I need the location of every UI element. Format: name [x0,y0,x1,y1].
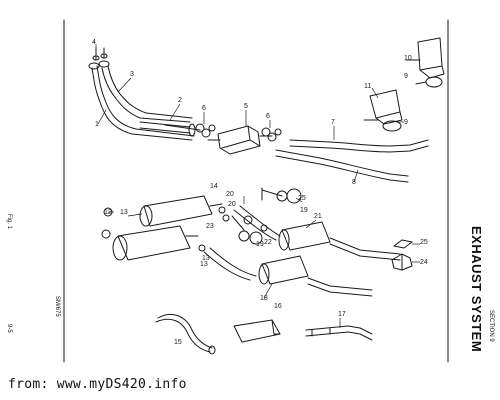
silencer-12-upper [139,195,223,227]
callout-15: 15 [174,339,182,346]
callout-9: 9 [404,119,408,126]
clamps-6-left [195,123,216,138]
callout-21: 21 [314,213,322,220]
clamp-group-20-19 [222,214,268,245]
hanger-20-25-21 [261,187,302,204]
callout-25: 25 [298,195,306,202]
tail-section-17 [305,325,373,341]
callout-11: 11 [364,83,371,90]
callout-13: 13 [202,255,210,262]
callout-19: 19 [300,207,308,214]
callout-14: 14 [210,183,218,190]
callout-7: 7 [331,119,335,126]
tailpipe-15 [155,314,216,355]
callout-13: 13 [120,209,128,216]
callout-16: 16 [274,303,282,310]
callout-2: 2 [178,97,182,104]
pipe-7 [289,139,429,153]
bracket-11 [363,89,403,132]
reference-code: SM/675 [54,296,60,317]
callout-17: 17 [338,311,346,318]
callout-19: 19 [256,241,264,248]
silencer-16 [233,319,281,343]
intermediate-pipe-2 [139,121,201,137]
callout-4: 4 [92,39,96,46]
callout-6: 6 [202,105,206,112]
callout-13: 13 [200,261,208,268]
section-label: SECTION 9 [488,310,494,342]
pipe-8 [275,149,409,183]
callout-24: 24 [420,259,428,266]
silencer-12-lower [112,225,199,261]
front-downpipes [88,47,195,141]
section-title: EXHAUST SYSTEM [469,226,484,353]
callout-10: 10 [404,55,412,62]
callout-5: 5 [244,103,248,110]
rear-silencer-18 [203,247,373,297]
callout-3: 3 [130,71,134,78]
callout-12: 12 [104,209,112,216]
source-footer: from: www.myDS420.info [8,377,187,392]
brackets-25-24 [391,239,413,271]
callout-1: 1 [95,121,99,128]
bracket-10 [405,37,445,88]
figure-label: Fig. 1 [6,214,12,230]
callout-18: 18 [260,295,268,302]
rear-silencer-14 [233,205,401,261]
callout-25: 25 [420,239,428,246]
callout-6: 6 [266,113,270,120]
callout-23: 23 [206,223,214,230]
page-number: 9-5 [6,324,12,333]
callout-8: 8 [352,179,356,186]
callout-20: 20 [228,201,236,208]
clamps-6-right [261,127,282,142]
callout-20: 20 [226,191,234,198]
callout-9: 9 [404,73,408,80]
callout-22: 22 [264,239,272,246]
front-silencer-5 [207,125,273,155]
